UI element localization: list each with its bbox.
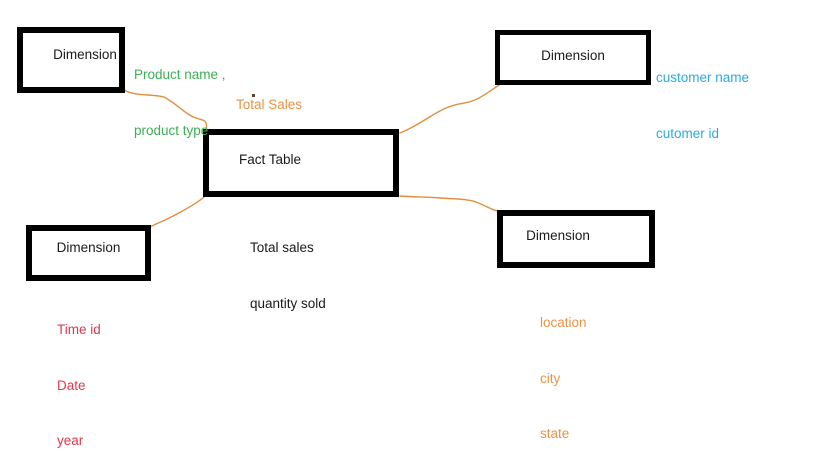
location-attribute-line: state <box>540 426 570 441</box>
connector-fact-to-location <box>399 195 498 212</box>
time-attribute-line: Time id <box>57 322 101 337</box>
connector-fact-to-time <box>147 196 205 232</box>
fact-table-label: Fact Table <box>239 152 302 167</box>
customer-attribute-line: cutomer id <box>656 125 720 141</box>
stray-mark <box>252 94 255 97</box>
customer-attribute-line: customer name <box>656 70 750 85</box>
connector-fact-to-customer <box>399 84 500 134</box>
location-attribute-line: city <box>540 370 561 386</box>
product-attributes-label: Product name , product type <box>134 29 226 177</box>
time-attribute-line: Date <box>57 377 86 393</box>
time-attributes-label: Time id Date year <box>57 284 101 460</box>
dimension-location-label: Dimension <box>526 228 590 243</box>
dimension-product-label: Dimension <box>53 47 117 62</box>
product-attribute-line: product type <box>134 122 209 138</box>
product-attribute-line: Product name , <box>134 67 226 82</box>
dimension-box-product: Dimension <box>17 27 125 93</box>
fact-measures-label: Total sales quantity sold <box>250 202 326 350</box>
time-attribute-line: year <box>57 433 84 448</box>
dimension-customer-label: Dimension <box>541 48 605 63</box>
total-sales-label: Total Sales <box>236 97 303 112</box>
location-attributes-label: location city state <box>540 277 587 460</box>
dimension-box-time: Dimension <box>26 225 151 281</box>
fact-measure-line: Total sales <box>250 240 314 255</box>
location-attribute-line: location <box>540 315 587 330</box>
connector-product-to-fact <box>123 89 208 132</box>
dimension-box-customer: Dimension <box>495 30 651 85</box>
customer-attributes-label: customer name cutomer id <box>656 32 749 180</box>
dimension-time-label: Dimension <box>56 240 121 255</box>
dimension-box-location: Dimension <box>497 210 655 268</box>
fact-table-box: Fact Table <box>203 129 399 197</box>
fact-measure-line: quantity sold <box>250 295 326 311</box>
